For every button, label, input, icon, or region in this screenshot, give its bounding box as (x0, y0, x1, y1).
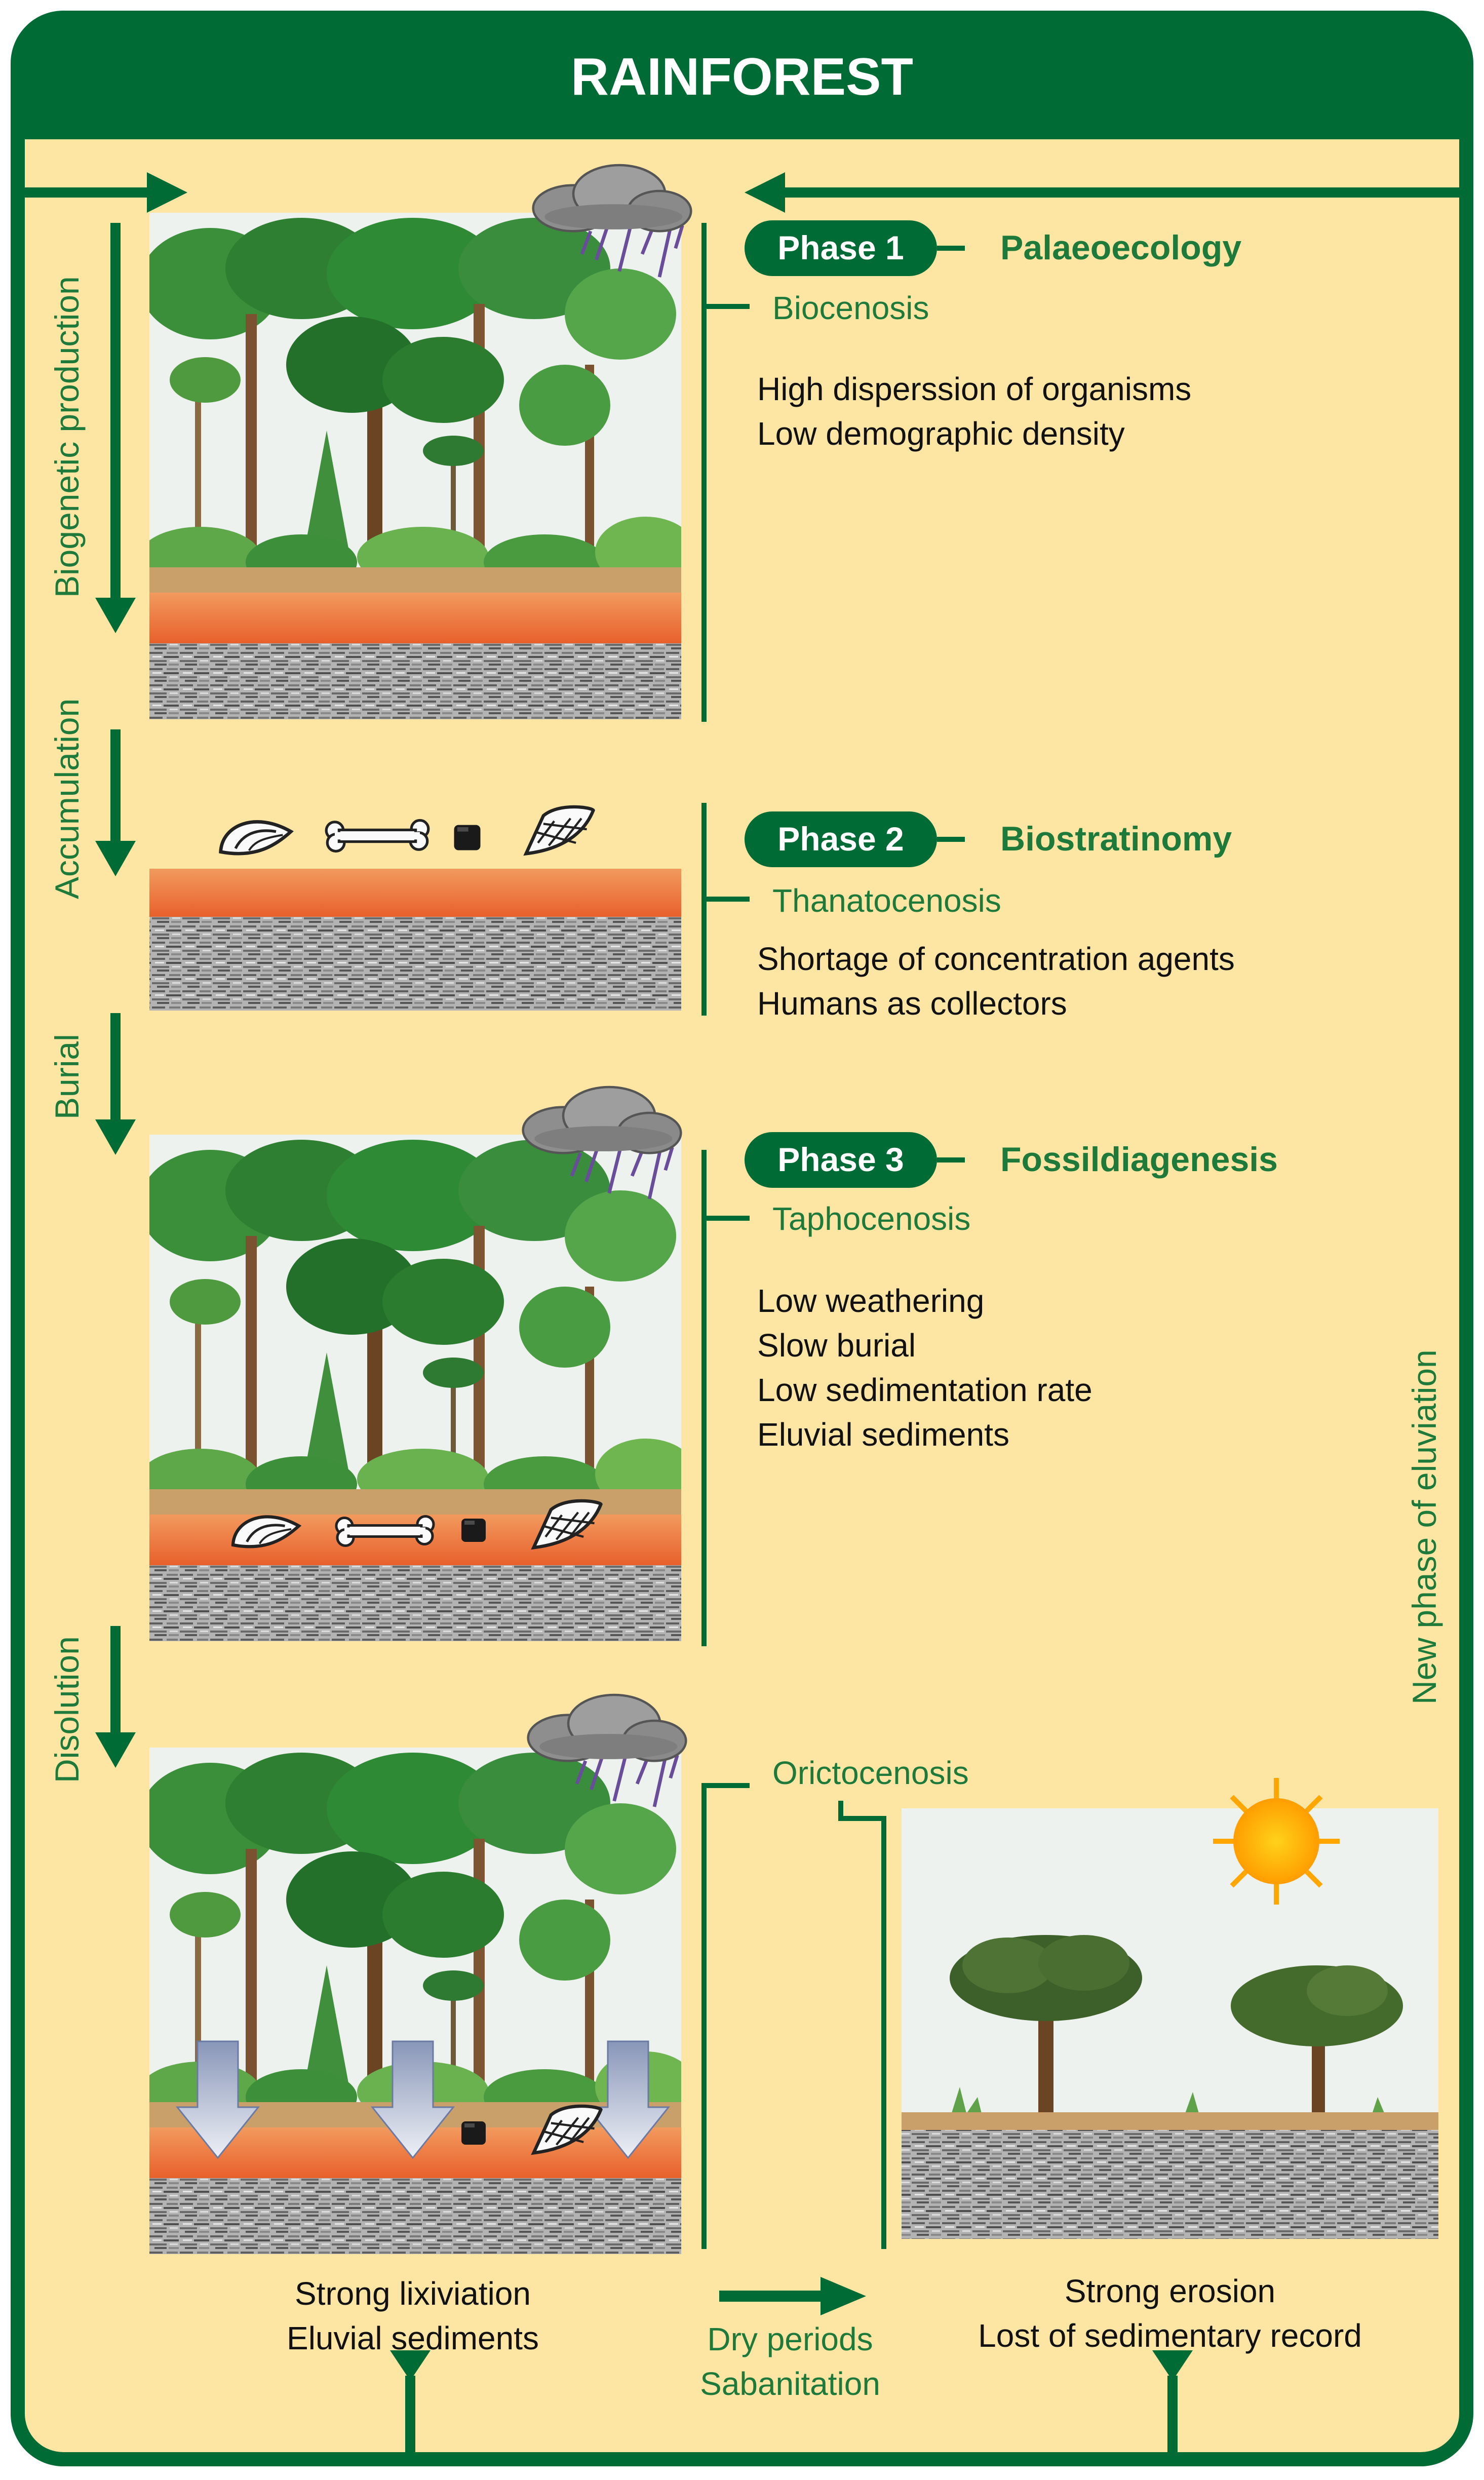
arrow-biogenetic-production: Biogenetic production (48, 223, 136, 633)
phase1-sub: Biocenosis (772, 290, 929, 326)
phase3-badge (745, 1132, 937, 1188)
phase3-line-2: Slow burial (757, 1327, 916, 1364)
bracket-orictocenosis (701, 1783, 886, 2249)
dry-periods-line-1: Dry periods (707, 2321, 873, 2357)
leaching-arrows (175, 2040, 671, 2159)
scene-biocenosis (149, 165, 696, 719)
phase1-badge (745, 220, 937, 276)
charcoal-icon (454, 825, 481, 850)
label-new-phase-eluviation: New phase of eluviation (1405, 1349, 1443, 1704)
phase3-line-1: Low weathering (757, 1283, 984, 1319)
charcoal-icon (461, 2121, 486, 2145)
sun-icon (1213, 1778, 1340, 1905)
scene-orictocenosis (149, 1695, 696, 2254)
label-biogenetic-production: Biogenetic production (48, 276, 86, 598)
label-accumulation: Accumulation (48, 699, 86, 899)
phase3-badge-label: Phase 3 (777, 1141, 904, 1178)
phase1-line-1: High disperssion of organisms (757, 371, 1191, 407)
page-title: RAINFOREST (571, 48, 913, 106)
bracket-phase2 (701, 803, 965, 1016)
phase2-badge-label: Phase 2 (777, 820, 904, 858)
dry-periods-line-2: Sabanitation (700, 2366, 880, 2402)
phase3-sub: Taphocenosis (772, 1200, 970, 1237)
arrow-disolution: Disolution (48, 1626, 136, 1783)
orictocenosis-label: Orictocenosis (772, 1755, 969, 1791)
charcoal-icon (461, 1519, 486, 1542)
erosion-line-1: Strong erosion (1065, 2273, 1275, 2309)
erosion-line-2: Lost of sedimentary record (978, 2317, 1362, 2354)
bottom-loop-right (1152, 2350, 1193, 2459)
panel-border (11, 11, 1473, 2466)
bottom-loop-left (390, 2350, 431, 2459)
phase2-sub: Thanatocenosis (772, 882, 1001, 919)
lixiviation-line-1: Strong lixiviation (295, 2275, 531, 2312)
phase1-line-2: Low demographic density (757, 415, 1125, 452)
arrow-dry-periods (719, 2277, 866, 2315)
label-burial: Burial (48, 1034, 86, 1119)
loop-arrow-left (18, 172, 187, 213)
phase1-name: Palaeoecology (1000, 228, 1241, 267)
lixiviation-line-2: Eluvial sediments (287, 2320, 539, 2356)
phase2-line-2: Humans as collectors (757, 985, 1067, 1022)
phase2-name: Biostratinomy (1000, 820, 1232, 858)
phase2-line-1: Shortage of concentration agents (757, 941, 1235, 977)
phase1-badge-label: Phase 1 (777, 229, 904, 266)
scene-taphocenosis (149, 1087, 696, 1641)
scene-thanatocenosis (149, 807, 681, 1011)
phase3-line-4: Eluvial sediments (757, 1416, 1009, 1453)
arrow-accumulation: Accumulation (48, 699, 136, 899)
loop-arrow-right (745, 172, 1466, 213)
scene-savanna (902, 1778, 1438, 2239)
title-bar-base (18, 91, 1466, 139)
bracket-phase1 (701, 223, 965, 722)
bracket-phase3 (701, 1150, 965, 1646)
label-disolution: Disolution (48, 1636, 86, 1783)
phase3-line-3: Low sedimentation rate (757, 1372, 1092, 1408)
phase3-name: Fossildiagenesis (1000, 1140, 1278, 1179)
phase2-badge (745, 811, 937, 867)
arrow-burial: Burial (48, 1013, 136, 1155)
